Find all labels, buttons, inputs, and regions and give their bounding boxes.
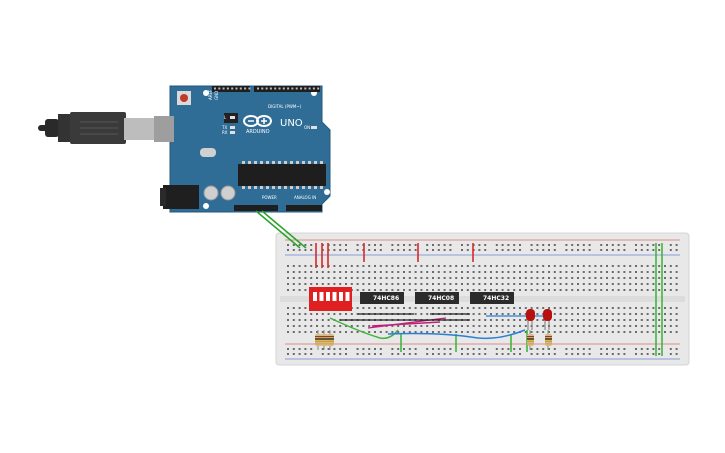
crystal (200, 148, 216, 157)
dip-toggle[interactable] (313, 292, 317, 301)
power-label: POWER (262, 195, 277, 200)
usb-strain-relief (45, 119, 59, 137)
arduino-logo-icon (243, 115, 272, 127)
rx-label: RX (222, 130, 228, 135)
dip-toggle[interactable] (326, 292, 330, 301)
mount-hole (203, 203, 209, 209)
dip-toggle[interactable] (319, 292, 324, 301)
wire-5v[interactable] (255, 210, 301, 249)
digital-label: DIGITAL (PWM~) (268, 104, 302, 109)
wires[interactable] (255, 210, 663, 356)
wire-gnd[interactable] (261, 210, 307, 249)
on-label: ON (304, 125, 310, 130)
reset-button-cap (180, 94, 188, 102)
led-1[interactable] (526, 309, 535, 330)
digital-header-left (212, 86, 250, 92)
analog-header (286, 205, 322, 211)
arduino-uno-board[interactable]: TX RX L ON ARDUINO UNO DIGITAL (PWM~) AR… (160, 85, 331, 213)
atmega-chip (238, 164, 326, 186)
led-body (543, 309, 552, 321)
usb-connector-metal (124, 118, 154, 140)
wire-blue[interactable] (387, 329, 526, 340)
uno-model-text: UNO (280, 118, 303, 129)
chip-74hc32[interactable]: 74HC32 (470, 292, 514, 304)
dip-toggle[interactable] (339, 292, 343, 301)
l-led (230, 116, 235, 119)
wire-magenta[interactable] (371, 321, 441, 327)
ic-body (470, 292, 514, 304)
capacitor (220, 185, 236, 201)
rx-led (230, 131, 235, 134)
tx-label: TX (221, 125, 227, 130)
chip-label: 74HC08 (428, 295, 454, 302)
led-body (526, 309, 535, 321)
analog-label: ANALOG IN (294, 195, 316, 200)
chip-label: 74HC32 (483, 295, 509, 302)
ic-body (415, 292, 459, 304)
wire-green-curve[interactable] (329, 317, 399, 340)
chip-label: 74HC86 (373, 295, 399, 302)
digital-header-right (254, 86, 320, 92)
power-header (234, 205, 278, 211)
tx-led (230, 126, 235, 129)
l-label: L (224, 115, 227, 120)
ic-body (360, 292, 404, 304)
arduino-logo-text: ARDUINO (246, 129, 270, 135)
mount-hole (203, 90, 209, 96)
dip-toggle[interactable] (332, 292, 337, 301)
aref-label: AREF (208, 89, 213, 100)
chip-74hc86[interactable]: 74HC86 (360, 292, 404, 304)
power-jack (163, 185, 199, 209)
resistor-group[interactable] (315, 330, 552, 350)
dip-switch[interactable] (309, 287, 352, 311)
led-2[interactable] (543, 309, 552, 330)
dip-toggle[interactable] (345, 292, 350, 301)
on-led (311, 126, 317, 129)
chip-74hc08[interactable]: 74HC08 (415, 292, 459, 304)
usb-cable[interactable] (38, 112, 172, 144)
gnd-label: GND (214, 91, 219, 100)
mount-hole (324, 189, 330, 195)
capacitor (203, 185, 219, 201)
